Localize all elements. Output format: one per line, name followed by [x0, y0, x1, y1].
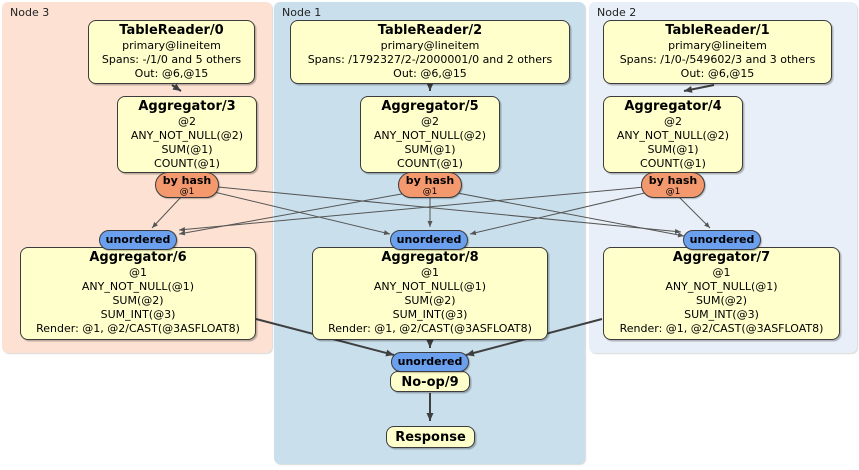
aggregator-4-group: @2: [664, 115, 682, 128]
aggregator-6-fn1: ANY_NOT_NULL(@1): [81, 280, 195, 293]
aggregator-6-title: Aggregator/6: [89, 250, 187, 265]
tablereader-0-spans: Spans: -/1/0 and 5 others: [101, 53, 242, 66]
aggregator-7-title: Aggregator/7: [672, 250, 771, 265]
aggregator-6-group: @1: [129, 266, 147, 279]
unordered-stream-final: unordered: [391, 352, 469, 372]
aggregator-8-render: Render: @1, @2/CAST(@3ASFLOAT8): [328, 322, 532, 335]
node2-label: Node 2: [597, 6, 637, 19]
tablereader-2-out: Out: @6,@15: [393, 67, 467, 80]
tablereader-0-title: TableReader/0: [119, 23, 224, 38]
unordered-stream-node3: unordered: [99, 230, 177, 250]
aggregator-5-fn2: SUM(@1): [404, 143, 456, 156]
tablereader-1-index: primary@lineitem: [668, 39, 767, 52]
tablereader-0-out: Out: @6,@15: [134, 67, 209, 80]
noop-title: No-op/9: [401, 375, 459, 390]
tablereader-2-title: TableReader/2: [377, 23, 483, 38]
tablereader-2-box: TableReader/2 primary@lineitem Spans: /1…: [290, 20, 570, 84]
unordered-stream-node1: unordered: [390, 230, 468, 250]
aggregator-6-fn2: SUM(@2): [112, 294, 164, 307]
by-hash-detail: @1: [422, 187, 438, 197]
aggregator-4-fn3: COUNT(@1): [640, 157, 706, 170]
by-hash-detail: @1: [179, 187, 195, 197]
aggregator-5-fn3: COUNT(@1): [397, 157, 463, 170]
aggregator-7-fn3: SUM_INT(@3): [684, 308, 759, 321]
aggregator-4-box: Aggregator/4 @2 ANY_NOT_NULL(@2) SUM(@1)…: [603, 96, 743, 173]
aggregator-5-group: @2: [421, 115, 439, 128]
by-hash-label: by hash: [405, 174, 455, 187]
aggregator-4-fn1: ANY_NOT_NULL(@2): [616, 129, 730, 142]
aggregator-8-fn1: ANY_NOT_NULL(@1): [373, 280, 487, 293]
by-hash-label: by hash: [162, 174, 212, 187]
tablereader-2-index: primary@lineitem: [380, 39, 480, 52]
by-hash-router-node2: by hash @1: [641, 172, 705, 198]
tablereader-1-out: Out: @6,@15: [680, 67, 755, 80]
aggregator-3-fn2: SUM(@1): [161, 143, 213, 156]
aggregator-5-box: Aggregator/5 @2 ANY_NOT_NULL(@2) SUM(@1)…: [360, 96, 500, 173]
tablereader-1-box: TableReader/1 primary@lineitem Spans: /1…: [603, 20, 832, 84]
aggregator-3-box: Aggregator/3 @2 ANY_NOT_NULL(@2) SUM(@1)…: [117, 96, 257, 173]
tablereader-0-box: TableReader/0 primary@lineitem Spans: -/…: [88, 20, 255, 84]
by-hash-router-node1: by hash @1: [398, 172, 462, 198]
aggregator-3-group: @2: [178, 115, 196, 128]
by-hash-router-node3: by hash @1: [155, 172, 219, 198]
aggregator-8-box: Aggregator/8 @1 ANY_NOT_NULL(@1) SUM(@2)…: [312, 247, 548, 340]
response-title: Response: [395, 430, 466, 445]
aggregator-4-title: Aggregator/4: [624, 99, 722, 114]
aggregator-8-title: Aggregator/8: [381, 250, 479, 265]
aggregator-3-fn3: COUNT(@1): [154, 157, 220, 170]
by-hash-label: by hash: [648, 174, 698, 187]
aggregator-3-fn1: ANY_NOT_NULL(@2): [130, 129, 244, 142]
unordered-stream-node2: unordered: [683, 230, 761, 250]
aggregator-6-fn3: SUM_INT(@3): [100, 308, 176, 321]
aggregator-5-title: Aggregator/5: [381, 99, 479, 114]
aggregator-5-fn1: ANY_NOT_NULL(@2): [373, 129, 487, 142]
tablereader-1-title: TableReader/1: [665, 23, 770, 38]
aggregator-7-fn2: SUM(@2): [695, 294, 748, 307]
noop-box: No-op/9: [390, 371, 470, 392]
aggregator-7-fn1: ANY_NOT_NULL(@1): [665, 280, 778, 293]
node3-label: Node 3: [10, 6, 50, 19]
aggregator-4-fn2: SUM(@1): [647, 143, 699, 156]
tablereader-0-index: primary@lineitem: [122, 39, 221, 52]
tablereader-2-spans: Spans: /1792327/2-/2000001/0 and 2 other…: [307, 53, 553, 66]
aggregator-6-box: Aggregator/6 @1 ANY_NOT_NULL(@1) SUM(@2)…: [20, 247, 256, 340]
aggregator-8-fn2: SUM(@2): [404, 294, 456, 307]
node1-label: Node 1: [282, 6, 322, 19]
aggregator-8-fn3: SUM_INT(@3): [392, 308, 468, 321]
aggregator-7-group: @1: [712, 266, 731, 279]
aggregator-7-render: Render: @1, @2/CAST(@3ASFLOAT8): [619, 322, 824, 335]
aggregator-8-group: @1: [421, 266, 439, 279]
tablereader-1-spans: Spans: /1/0-/549602/3 and 3 others: [619, 53, 816, 66]
aggregator-6-render: Render: @1, @2/CAST(@3ASFLOAT8): [36, 322, 240, 335]
aggregator-7-box: Aggregator/7 @1 ANY_NOT_NULL(@1) SUM(@2)…: [603, 247, 840, 340]
by-hash-detail: @1: [665, 187, 681, 197]
aggregator-3-title: Aggregator/3: [138, 99, 236, 114]
response-box: Response: [386, 426, 475, 448]
